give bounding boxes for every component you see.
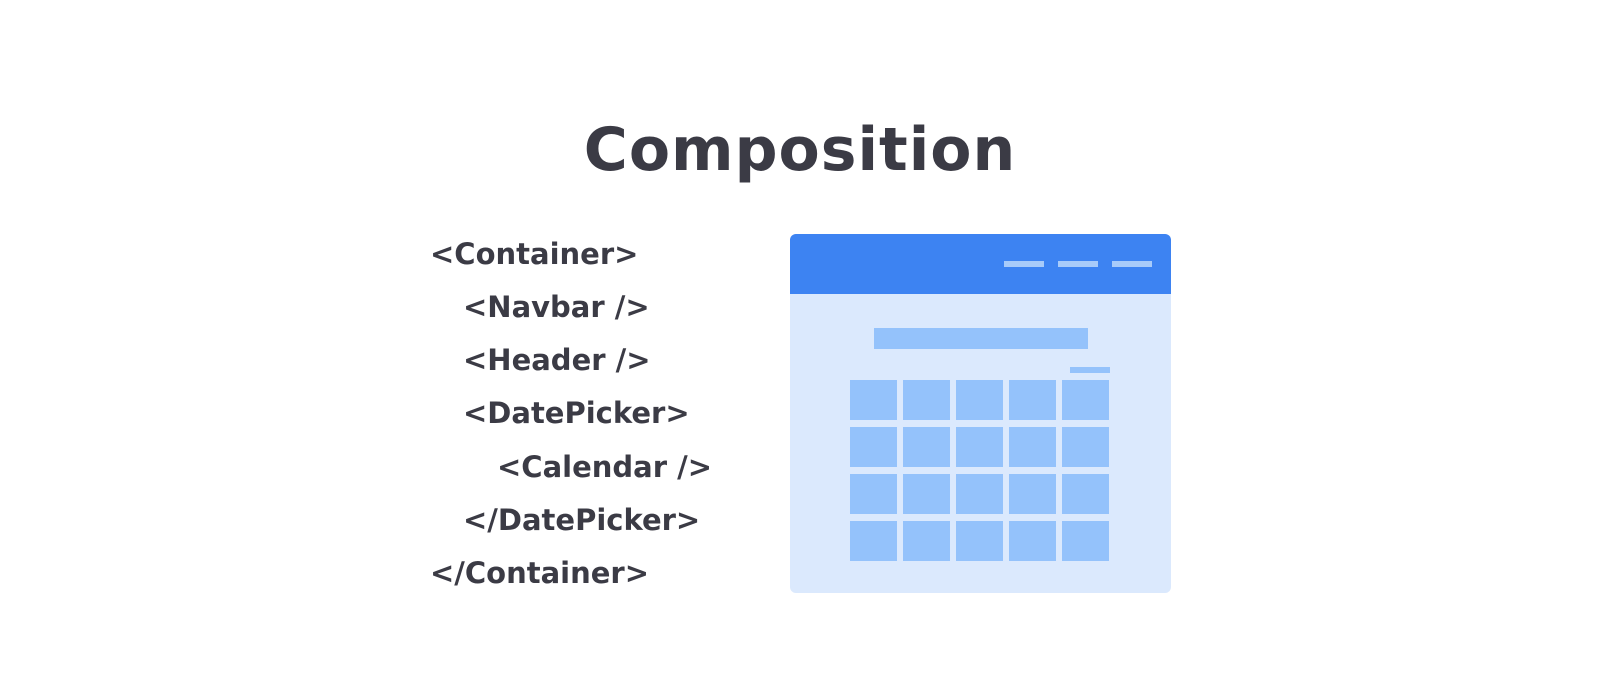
calendar-day-cell bbox=[850, 427, 897, 467]
calendar-day-cell bbox=[1062, 427, 1109, 467]
header-mockup bbox=[874, 328, 1088, 349]
container-mockup bbox=[790, 234, 1171, 593]
calendar-day-cell bbox=[1062, 474, 1109, 514]
code-line-datepicker-close: </DatePicker> bbox=[463, 503, 701, 537]
calendar-day-cell bbox=[1062, 380, 1109, 420]
calendar-day-cell bbox=[956, 474, 1003, 514]
code-line-header: <Header /> bbox=[463, 343, 651, 377]
calendar-day-cell bbox=[956, 521, 1003, 561]
code-line-calendar: <Calendar /> bbox=[497, 450, 713, 484]
calendar-day-cell bbox=[1009, 521, 1056, 561]
navbar-mockup bbox=[790, 234, 1171, 294]
calendar-day-cell bbox=[903, 521, 950, 561]
calendar-day-cell bbox=[1009, 427, 1056, 467]
calendar-mockup bbox=[850, 380, 1111, 567]
navbar-menu-dash bbox=[1058, 261, 1098, 267]
code-line-container-open: <Container> bbox=[430, 237, 639, 271]
datepicker-mockup-bar bbox=[1070, 367, 1110, 373]
page-title: Composition bbox=[583, 115, 1017, 185]
code-line-navbar: <Navbar /> bbox=[463, 290, 650, 324]
code-line-container-close: </Container> bbox=[430, 556, 650, 590]
calendar-day-cell bbox=[956, 427, 1003, 467]
calendar-day-cell bbox=[903, 380, 950, 420]
navbar-menu-dash bbox=[1112, 261, 1152, 267]
calendar-day-cell bbox=[850, 380, 897, 420]
code-line-datepicker-open: <DatePicker> bbox=[463, 396, 690, 430]
calendar-day-cell bbox=[1009, 380, 1056, 420]
calendar-day-cell bbox=[850, 521, 897, 561]
calendar-day-cell bbox=[850, 474, 897, 514]
calendar-day-cell bbox=[903, 427, 950, 467]
navbar-menu-dash bbox=[1004, 261, 1044, 267]
calendar-day-cell bbox=[1009, 474, 1056, 514]
calendar-day-cell bbox=[903, 474, 950, 514]
calendar-day-cell bbox=[956, 380, 1003, 420]
calendar-day-cell bbox=[1062, 521, 1109, 561]
